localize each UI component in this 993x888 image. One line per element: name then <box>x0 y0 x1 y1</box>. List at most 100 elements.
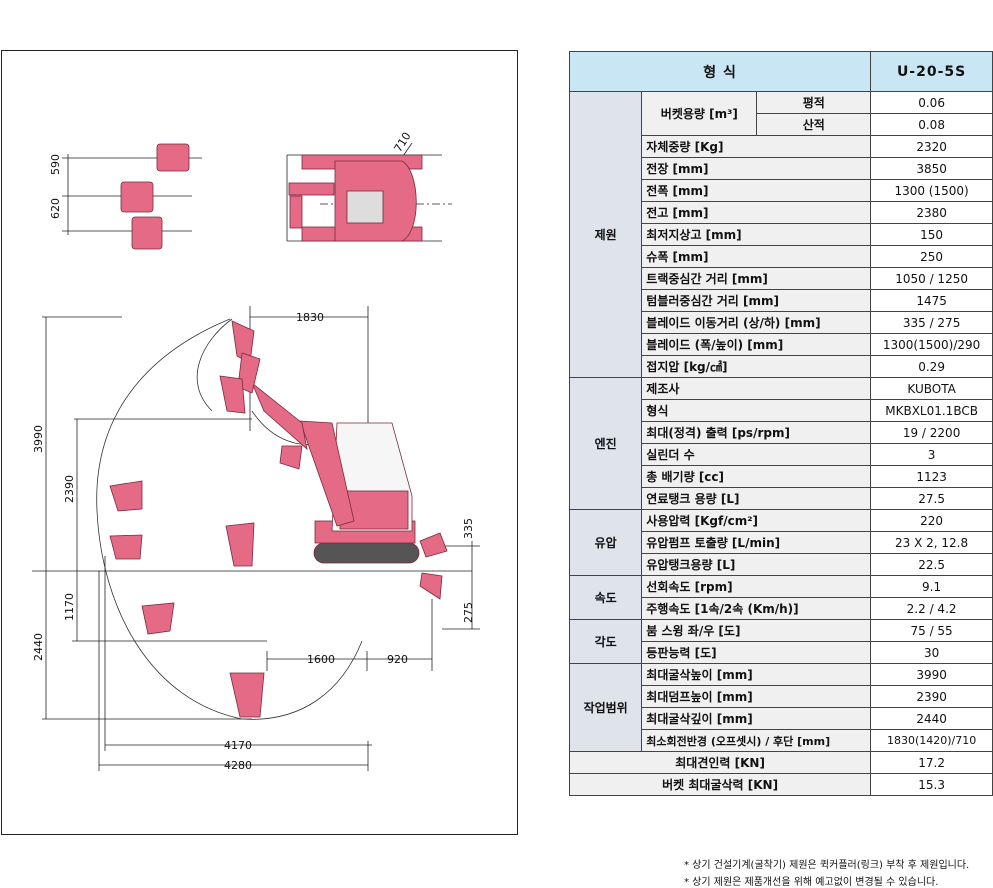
row-value: 2440 <box>870 707 993 730</box>
group-engine: 엔진 <box>568 377 643 510</box>
dim-620: 620 <box>49 198 62 219</box>
row-label: 주행속도 [1속/2속 (Km/h)] <box>641 597 872 620</box>
dim-590: 590 <box>49 154 62 175</box>
group-angle: 각도 <box>568 619 643 664</box>
row-value: 150 <box>870 223 993 246</box>
table-row: 최대(정격) 출력 [ps/rpm]19 / 2200 <box>570 421 993 444</box>
row-label: 사용압력 [Kgf/cm²] <box>641 509 872 532</box>
row-label: 블레이드 (폭/높이) [mm] <box>641 333 872 356</box>
row-value: 19 / 2200 <box>870 421 993 444</box>
table-row: 연료탱크 용량 [L]27.5 <box>570 487 993 510</box>
table-row: 산적 0.08 <box>570 113 993 136</box>
bucket-heaped-value: 0.08 <box>870 113 993 136</box>
table-row: 버켓 최대굴삭력 [KN]15.3 <box>568 773 993 796</box>
row-value: KUBOTA <box>870 377 993 400</box>
row-value: 1300 (1500) <box>870 179 993 202</box>
group-speed: 속도 <box>568 575 643 620</box>
row-value: 1300(1500)/290 <box>870 333 993 356</box>
dim-1170: 1170 <box>63 593 76 621</box>
dim-335: 335 <box>462 518 475 539</box>
dim-4170: 4170 <box>224 739 252 752</box>
row-label: 형식 <box>641 399 872 422</box>
row-label: 최저지상고 [mm] <box>641 223 872 246</box>
row-value: 1475 <box>870 289 993 312</box>
row-value: 23 X 2, 12.8 <box>870 531 993 554</box>
row-value: 3850 <box>870 157 993 180</box>
model-name: U-20-5S <box>870 51 993 92</box>
table-row: 유압탱크용량 [L]22.5 <box>570 553 993 576</box>
row-label: 최소회전반경 (오프셋시) / 후단 [mm] <box>641 729 872 752</box>
dim-710: 710 <box>392 130 414 155</box>
row-value: 27.5 <box>870 487 993 510</box>
row-value: 22.5 <box>870 553 993 576</box>
group-work: 작업범위 <box>568 663 643 752</box>
row-label: 전장 [mm] <box>641 157 872 180</box>
dim-1830: 1830 <box>296 311 324 324</box>
note-line: * 상기 건설기계(굴착기) 제원은 퀵커플러(링크) 부착 후 제원입니다. <box>684 860 970 871</box>
table-row: 트랙중심간 거리 [mm]1050 / 1250 <box>570 267 993 290</box>
dim-3990: 3990 <box>32 425 45 453</box>
note-line: * 상기 제원은 제품개선을 위해 예고없이 변경될 수 있습니다. <box>684 877 939 888</box>
row-label: 선회속도 [rpm] <box>641 575 872 598</box>
row-value: 0.29 <box>870 355 993 378</box>
row-label: 최대견인력 [KN] <box>568 751 872 774</box>
table-row: 최저지상고 [mm]150 <box>570 223 993 246</box>
row-label: 최대(정격) 출력 [ps/rpm] <box>641 421 872 444</box>
table-row: 유압펌프 토출량 [L/min]23 X 2, 12.8 <box>570 531 993 554</box>
row-value: 3990 <box>870 663 993 686</box>
row-label: 실린더 수 <box>641 443 872 466</box>
spec-header-row: 형 식 U-20-5S <box>568 51 993 92</box>
row-label: 유압탱크용량 [L] <box>641 553 872 576</box>
dim-1600: 1600 <box>307 653 335 666</box>
row-value: MKBXL01.1BCB <box>870 399 993 422</box>
row-label: 총 배기량 [cc] <box>641 465 872 488</box>
table-row: 최대굴삭깊이 [mm]2440 <box>570 707 993 730</box>
row-value: 335 / 275 <box>870 311 993 334</box>
dim-4280: 4280 <box>224 759 252 772</box>
spec-table: 형 식 U-20-5S 제원 버켓용량 [m³] 평적 0.06 산적 0.08… <box>568 51 993 796</box>
row-label: 연료탱크 용량 [L] <box>641 487 872 510</box>
row-value: 75 / 55 <box>870 619 993 642</box>
row-label: 유압펌프 토출량 [L/min] <box>641 531 872 554</box>
bucket-heaped-label: 산적 <box>756 113 872 136</box>
row-label: 최대굴삭높이 [mm] <box>641 663 872 686</box>
row-value: 15.3 <box>870 773 993 796</box>
row-value: 30 <box>870 641 993 664</box>
row-label: 전고 [mm] <box>641 201 872 224</box>
row-value: 1123 <box>870 465 993 488</box>
row-value: 1830(1420)/710 <box>870 729 993 752</box>
bucket-flat-value: 0.06 <box>870 91 993 114</box>
row-label: 접지압 [kg/㎠] <box>641 355 872 378</box>
row-label: 텀블러중심간 거리 [mm] <box>641 289 872 312</box>
excavator-dimension-svg: 590 620 710 1830 3990 2390 335 275 1170 … <box>32 130 480 772</box>
row-value: 220 <box>870 509 993 532</box>
row-value: 2380 <box>870 201 993 224</box>
row-label: 최대굴삭깊이 [mm] <box>641 707 872 730</box>
table-row: 주행속도 [1속/2속 (Km/h)]2.2 / 4.2 <box>570 597 993 620</box>
group-dims: 제원 <box>568 91 643 378</box>
table-row: 전폭 [mm]1300 (1500) <box>570 179 993 202</box>
dim-920: 920 <box>387 653 408 666</box>
table-row: 텀블러중심간 거리 [mm]1475 <box>570 289 993 312</box>
table-row: 최대견인력 [KN]17.2 <box>568 751 993 774</box>
bucket-flat-label: 평적 <box>756 91 872 114</box>
row-label: 제조사 <box>641 377 872 400</box>
group-hydraulic: 유압 <box>568 509 643 576</box>
row-label: 붐 스윙 좌/우 [도] <box>641 619 872 642</box>
row-value: 2390 <box>870 685 993 708</box>
dimension-drawing: 590 620 710 1830 3990 2390 335 275 1170 … <box>1 50 518 835</box>
dim-275: 275 <box>462 602 475 623</box>
row-value: 1050 / 1250 <box>870 267 993 290</box>
model-label: 형 식 <box>568 51 872 92</box>
row-label: 블레이드 이동거리 (상/하) [mm] <box>641 311 872 334</box>
dim-2390: 2390 <box>63 475 76 503</box>
dim-2440: 2440 <box>32 633 45 661</box>
row-label: 슈폭 [mm] <box>641 245 872 268</box>
table-row: 제원 버켓용량 [m³] 평적 0.06 <box>568 91 993 378</box>
row-value: 3 <box>870 443 993 466</box>
